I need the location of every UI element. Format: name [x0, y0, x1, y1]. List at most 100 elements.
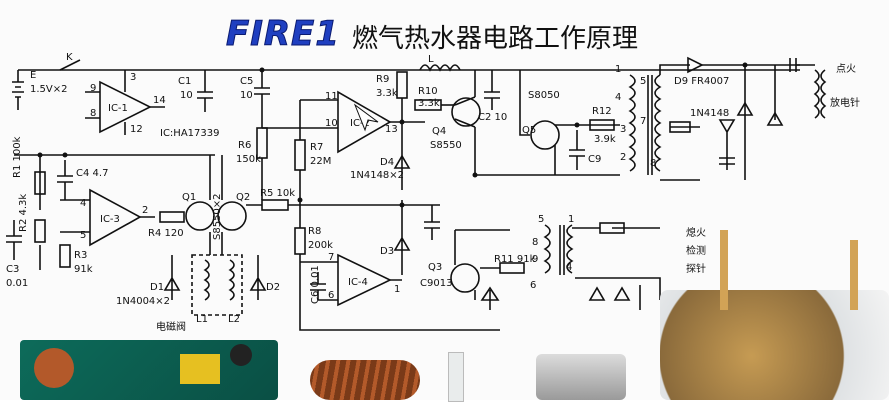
ic4-triangle: [337, 253, 392, 307]
svg-text:点火: 点火: [836, 63, 856, 75]
svg-text:Q5: Q5: [522, 125, 536, 136]
svg-text:D1: D1: [150, 282, 164, 293]
svg-text:C5: C5: [240, 76, 253, 87]
svg-text:R3: R3: [74, 250, 87, 261]
resistor-r2: [34, 219, 46, 243]
svg-text:S8050: S8050: [528, 90, 560, 101]
svg-text:2: 2: [142, 205, 148, 216]
transistor-q2: [217, 201, 247, 231]
cursor-pointer-icon: [353, 103, 379, 132]
battery-symbol: [12, 70, 24, 110]
svg-text:放电针: 放电针: [830, 96, 860, 109]
resistor-r11: [499, 262, 525, 274]
resistor-r1: [34, 171, 46, 195]
svg-text:4: 4: [566, 262, 572, 273]
svg-text:5: 5: [640, 76, 646, 87]
electrode-photo: [536, 354, 626, 400]
svg-text:6: 6: [530, 280, 536, 291]
resistor-r4: [159, 211, 185, 223]
switch-k: [59, 59, 81, 71]
svg-text:C3: C3: [6, 264, 19, 275]
svg-text:7: 7: [640, 116, 646, 127]
svg-text:10: 10: [240, 90, 253, 101]
svg-text:9: 9: [90, 83, 96, 94]
svg-text:1: 1: [394, 284, 400, 295]
inductor-l: [419, 64, 461, 72]
transistor-q5: [530, 120, 560, 150]
svg-text:150k: 150k: [236, 154, 261, 165]
svg-text:R4 120: R4 120: [148, 228, 184, 239]
pcb-board-photo: [20, 340, 278, 400]
label-ic4: IC-4: [348, 277, 368, 288]
svg-text:Q2: Q2: [236, 192, 250, 203]
svg-text:D4: D4: [380, 157, 394, 168]
svg-text:R12: R12: [592, 106, 612, 117]
svg-text:3.3k: 3.3k: [376, 88, 398, 99]
resistor-r9: [396, 71, 408, 99]
svg-text:检测: 检测: [686, 244, 706, 257]
svg-text:8: 8: [90, 108, 96, 119]
svg-text:R5 10k: R5 10k: [260, 188, 295, 199]
transformer-1-primary: [628, 74, 636, 172]
svg-text:R9: R9: [376, 74, 389, 85]
label-k: K: [66, 52, 73, 63]
svg-text:L2: L2: [228, 314, 240, 325]
ic2-triangle: [337, 90, 392, 154]
svg-text:R8: R8: [308, 226, 321, 237]
svg-text:R11 91k: R11 91k: [494, 254, 536, 265]
label-battery-voltage: 1.5V×2: [30, 84, 68, 95]
svg-text:200k: 200k: [308, 240, 333, 251]
svg-text:R7: R7: [310, 142, 323, 153]
svg-text:5: 5: [80, 230, 86, 241]
svg-text:S8550×2: S8550×2: [212, 193, 223, 240]
svg-text:电磁阀: 电磁阀: [156, 320, 186, 333]
svg-text:14: 14: [153, 95, 166, 106]
svg-text:3.3k: 3.3k: [418, 98, 440, 109]
label-ic1: IC-1: [108, 103, 128, 114]
svg-text:3: 3: [620, 124, 626, 135]
svg-text:C4 4.7: C4 4.7: [76, 168, 108, 179]
label-ic2: IC-2: [350, 118, 370, 129]
svg-text:2: 2: [620, 152, 626, 163]
solenoid-valve-box: [191, 254, 243, 316]
svg-text:熄火: 熄火: [686, 226, 706, 239]
svg-text:10: 10: [180, 90, 193, 101]
svg-text:L1: L1: [196, 314, 208, 325]
svg-text:Q4: Q4: [432, 126, 446, 137]
gas-valve-photo: [660, 230, 889, 400]
resistor-r3: [59, 244, 71, 268]
label-ic-model: IC:HA17339: [160, 128, 219, 139]
svg-text:R6: R6: [238, 140, 251, 151]
svg-text:D3: D3: [380, 246, 394, 257]
svg-text:C2 10: C2 10: [478, 112, 507, 123]
svg-text:10: 10: [325, 118, 338, 129]
svg-text:91k: 91k: [74, 264, 93, 275]
svg-text:Q3: Q3: [428, 262, 442, 273]
ignition-coil-photo: [310, 360, 420, 400]
svg-text:探针: 探针: [686, 262, 706, 275]
svg-text:3.9k: 3.9k: [594, 134, 616, 145]
svg-text:1: 1: [568, 214, 574, 225]
svg-text:4: 4: [615, 92, 621, 103]
svg-text:Q1: Q1: [182, 192, 196, 203]
svg-text:S8550: S8550: [430, 140, 462, 151]
transformer-2: [543, 224, 551, 274]
svg-text:L: L: [428, 54, 434, 65]
label-ic3: IC-3: [100, 214, 120, 225]
ignition-coil: [813, 69, 820, 119]
svg-text:3: 3: [130, 72, 136, 83]
svg-text:C1: C1: [178, 76, 191, 87]
svg-text:1N4148: 1N4148: [690, 108, 729, 119]
svg-text:R10: R10: [418, 86, 438, 97]
svg-text:5: 5: [538, 214, 544, 225]
ic1-triangle: [99, 80, 152, 134]
resistor-r8: [294, 227, 306, 255]
svg-text:0.01: 0.01: [6, 278, 28, 289]
svg-text:13: 13: [385, 124, 398, 135]
svg-text:6: 6: [328, 290, 334, 301]
transistor-q3: [450, 263, 480, 293]
transistor-q1: [185, 201, 215, 231]
svg-text:C6 0.01: C6 0.01: [310, 265, 321, 304]
